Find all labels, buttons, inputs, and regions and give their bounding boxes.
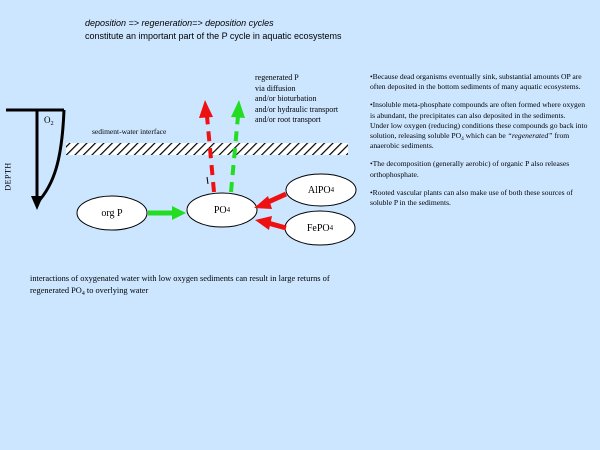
- org-p-to-po4-arrow: [148, 206, 186, 220]
- red-dashed-upward-arrow: [199, 100, 216, 193]
- regenerated-line: and/or root transport: [255, 115, 321, 124]
- header-line2: constitute an important part of the P cy…: [85, 31, 342, 41]
- depth-label: DEPTH: [3, 162, 13, 191]
- fepo4-to-po4-arrow: [255, 216, 287, 231]
- green-dashed-upward-arrow: [229, 100, 245, 193]
- header-line1: deposition => regeneration=> deposition …: [85, 18, 274, 28]
- alpo4-ellipse: [285, 173, 357, 207]
- regenerated-line: regenerated P: [255, 73, 299, 82]
- sediment-water-interface: [66, 143, 348, 155]
- oxygen-profile-curve: [35, 109, 66, 205]
- bullet-list: •Because dead organisms eventually sink,…: [370, 72, 590, 216]
- bullet-item: •Because dead organisms eventually sink,…: [370, 72, 582, 92]
- o2-label: O2: [44, 115, 54, 127]
- bullet-item: •The decomposition (generally aerobic) o…: [370, 159, 570, 179]
- alpo4-to-po4-arrow: [254, 191, 288, 209]
- small-tick-mark: [206, 176, 209, 185]
- regenerated-label: regenerated P via diffusion and/or biotu…: [255, 73, 338, 126]
- bullet-item: •Insoluble meta-phosphate compounds are …: [370, 100, 588, 151]
- bottom-note: interactions of oxygenated water with lo…: [30, 274, 330, 297]
- po4-ellipse: [186, 192, 258, 228]
- org-p-node: org P: [101, 207, 123, 219]
- regenerated-line: via diffusion: [255, 83, 296, 93]
- header: deposition => regeneration=> deposition …: [85, 17, 341, 43]
- org-p-ellipse: [76, 195, 148, 231]
- regenerated-line: and/or hydraulic transport: [255, 104, 339, 114]
- regenerated-line: and/or bioturbation: [255, 94, 317, 103]
- interface-label: sediment-water interface: [92, 127, 167, 136]
- bullet-item: •Rooted vascular plants can also make us…: [370, 187, 573, 208]
- depth-axis: [6, 108, 64, 210]
